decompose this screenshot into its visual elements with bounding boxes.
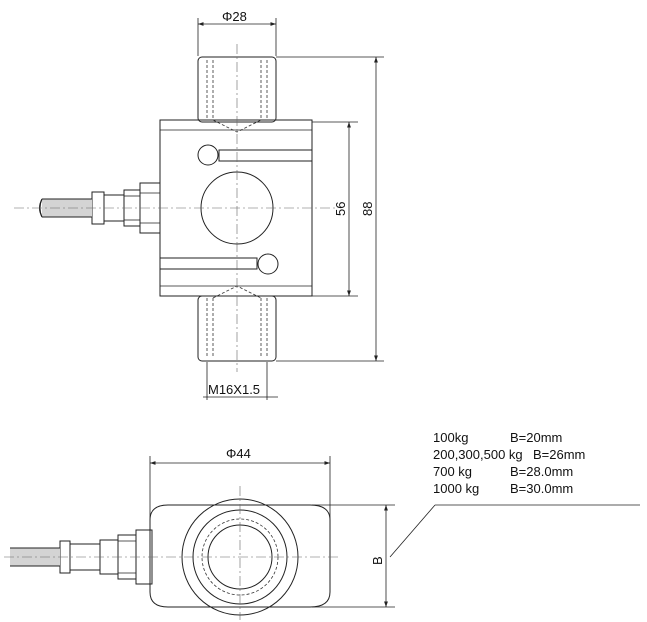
spec-row-3-load: 700 kg — [433, 464, 472, 479]
height-inner-label: 56 — [333, 202, 348, 216]
spec-table: 100kg B=20mm 200,300,500 kg B=26mm 700 k… — [433, 430, 585, 496]
spec-row-4-load: 1000 kg — [433, 481, 479, 496]
lower-slot-hole — [257, 253, 279, 275]
cable-gland — [91, 182, 161, 234]
upper-slot-hole — [197, 144, 219, 166]
dia-top-label: Φ28 — [222, 9, 247, 24]
upper-slot — [218, 149, 312, 162]
height-total-label: 88 — [360, 202, 375, 216]
spec-row-2-b: B=26mm — [533, 447, 585, 462]
b-dimension-label: B — [370, 556, 385, 565]
spec-row-4-b: B=30.0mm — [510, 481, 573, 496]
spec-row-1-load: 100kg — [433, 430, 468, 445]
front-view: Φ28 56 88 M16X1.5 — [14, 9, 384, 400]
spec-row-1-b: B=20mm — [510, 430, 562, 445]
top-view: Φ44 B — [4, 446, 640, 620]
spec-row-3-b: B=28.0mm — [510, 464, 573, 479]
lower-slot — [160, 257, 258, 270]
dia-bottom-label: Φ44 — [226, 446, 251, 461]
spec-row-2-load: 200,300,500 kg — [433, 447, 523, 462]
thread-label: M16X1.5 — [208, 382, 260, 397]
disc-body — [149, 504, 331, 608]
